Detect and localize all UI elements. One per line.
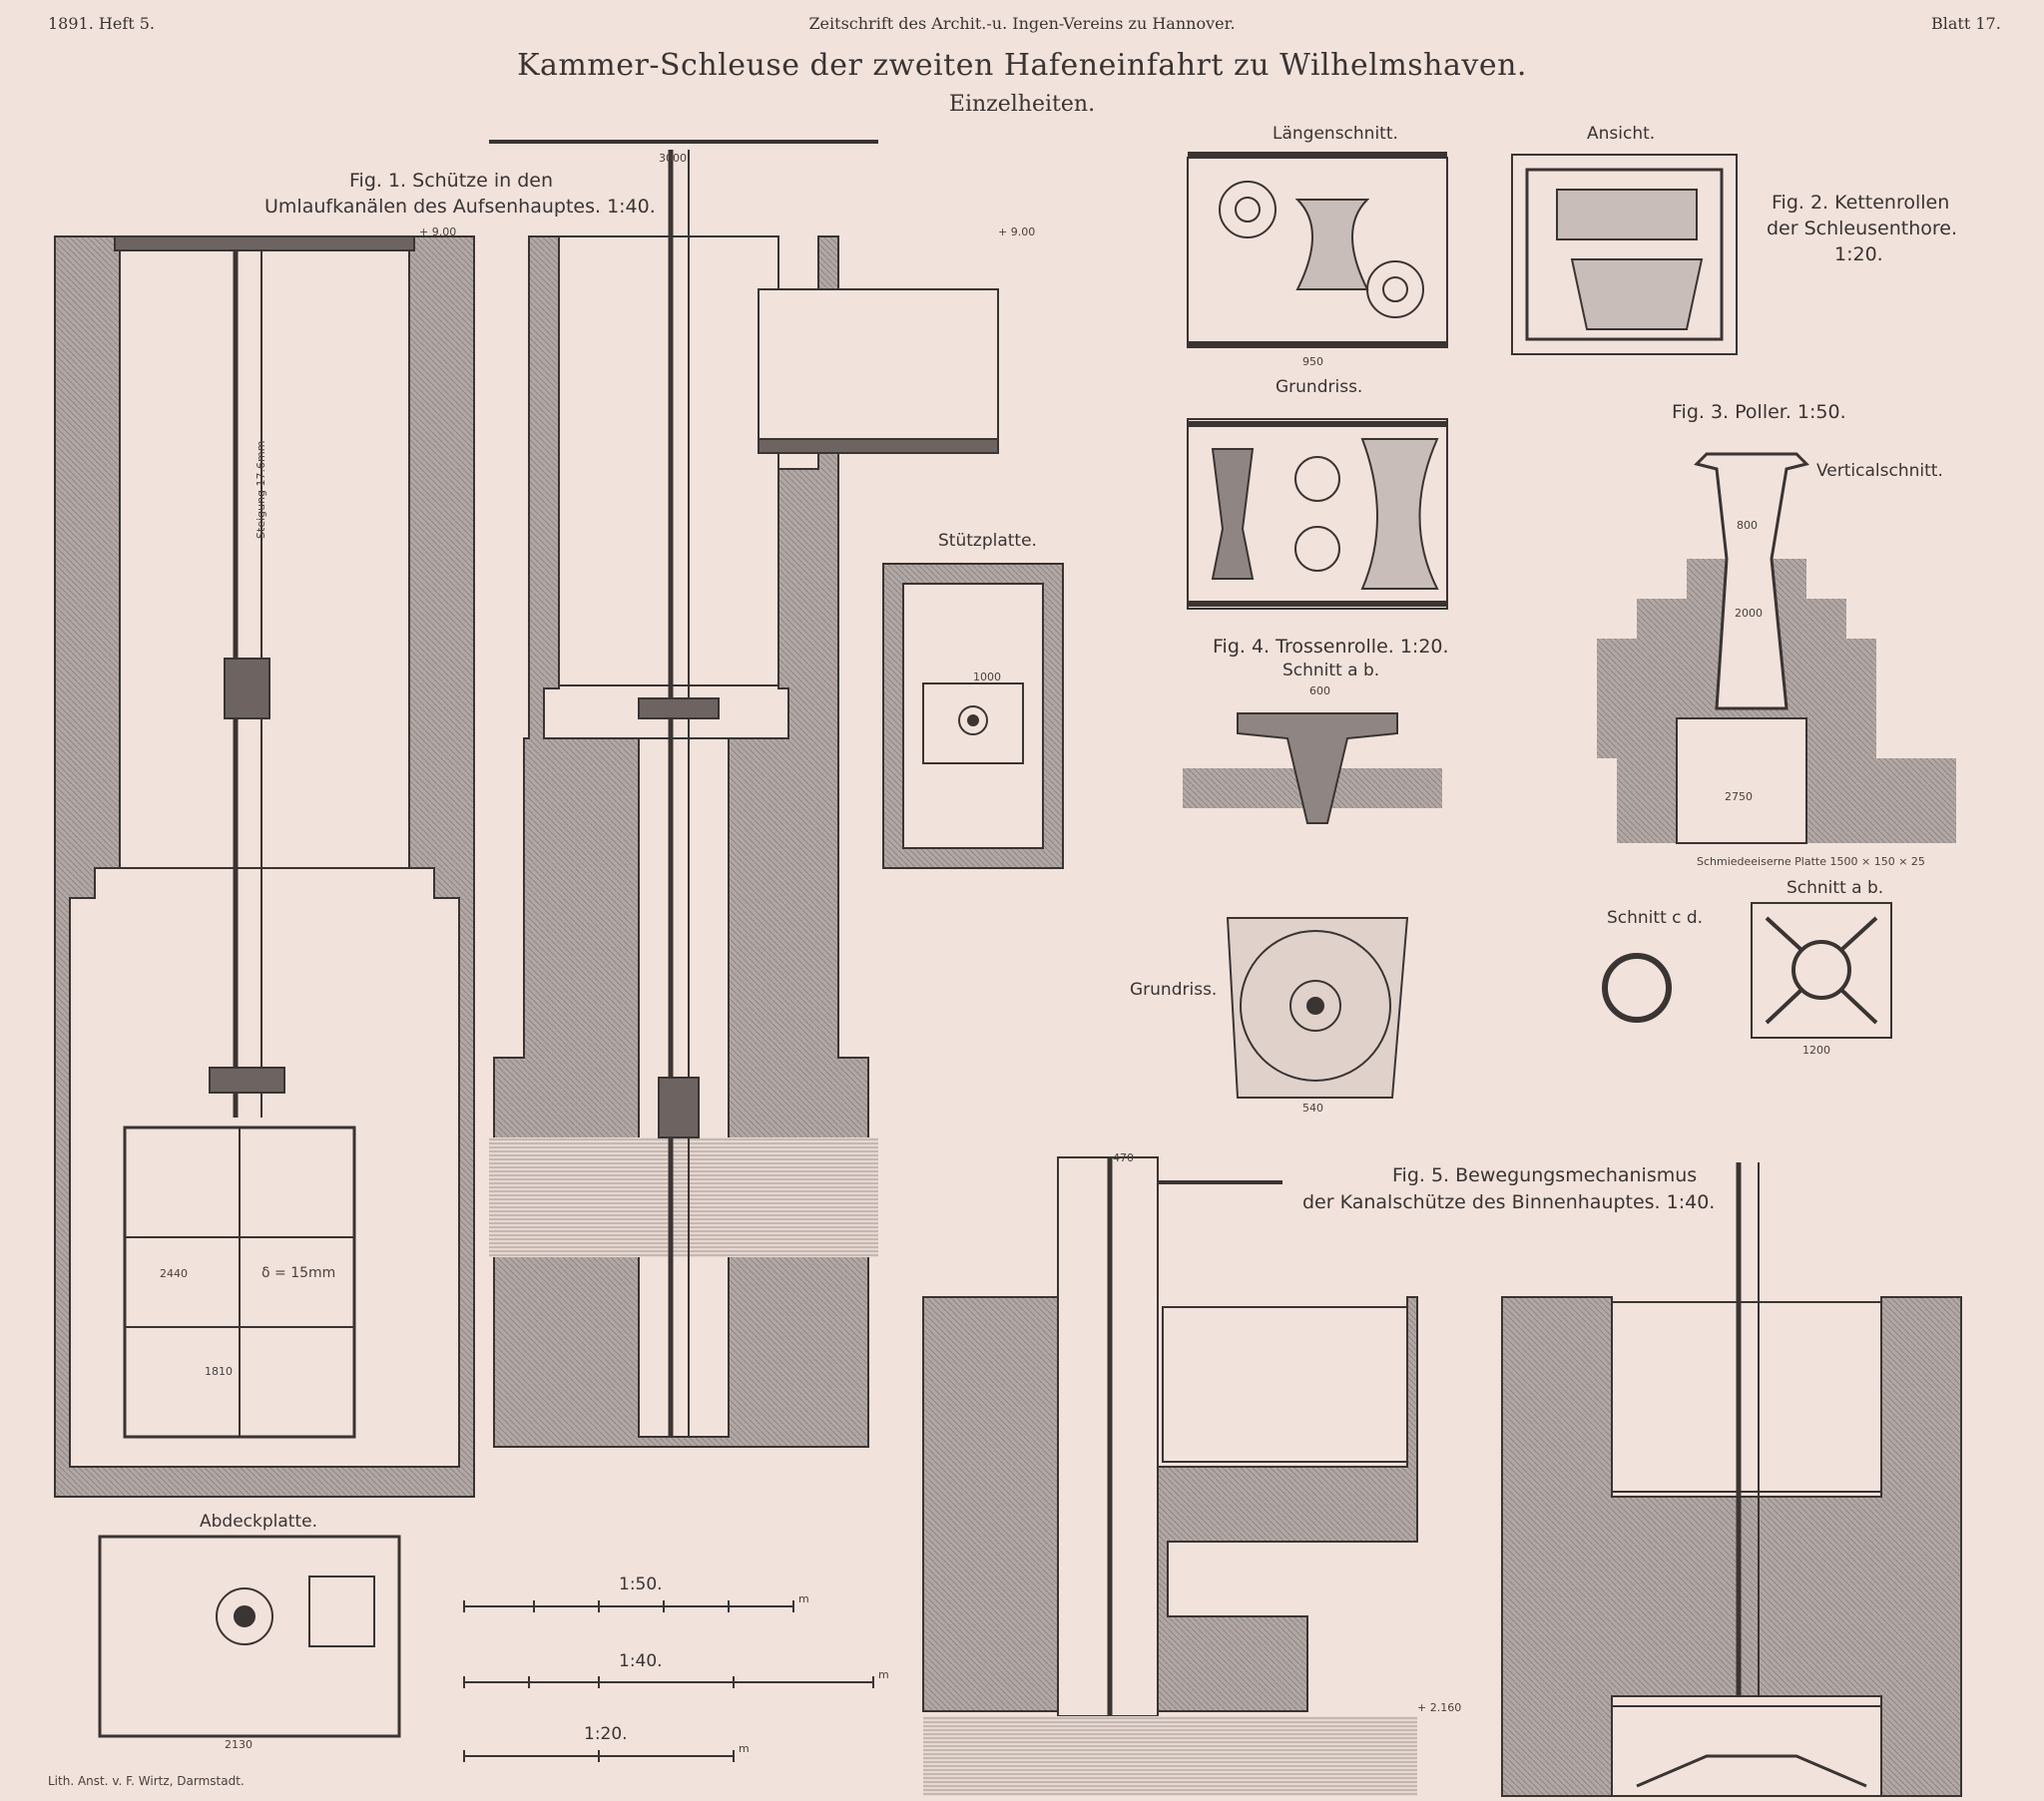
fig3-cut-cd: Schnitt c d. bbox=[1607, 908, 1704, 928]
header-issue: 1891. Heft 5. bbox=[48, 14, 156, 33]
fig3-vertical-label: Verticalschnitt. bbox=[1816, 461, 1943, 481]
header-sheet: Blatt 17. bbox=[1931, 14, 2001, 33]
fig5-right-section bbox=[1501, 1162, 1962, 1797]
fig3-poller bbox=[1597, 452, 1956, 1039]
dim-delta: δ = 15mm bbox=[261, 1265, 336, 1281]
scale-unit-1: m bbox=[798, 1592, 809, 1605]
dim-plus-900-middle: + 9.00 bbox=[998, 225, 1036, 238]
view-stuetzplatte: Stützplatte. bbox=[938, 531, 1037, 551]
fig5-caption-line1: Fig. 5. Bewegungsmechanismus bbox=[1392, 1164, 1698, 1186]
scale-bars bbox=[463, 1600, 874, 1762]
header-journal: Zeitschrift des Archit.-u. Ingen-Vereins… bbox=[808, 14, 1236, 33]
fig2-caption-line2: der Schleusenthore. bbox=[1767, 218, 1958, 239]
dim-3000: 3000 bbox=[659, 152, 687, 165]
view-ansicht: Ansicht. bbox=[1587, 124, 1656, 144]
dim-2130: 2130 bbox=[225, 1738, 253, 1751]
scale-unit-3: m bbox=[739, 1742, 750, 1755]
lithographer-imprint: Lith. Anst. v. F. Wirtz, Darmstadt. bbox=[48, 1774, 245, 1788]
fig2-caption-line3: 1:20. bbox=[1834, 243, 1883, 265]
stuetzplatte-drawing bbox=[882, 563, 1064, 869]
dim-2440: 2440 bbox=[160, 1267, 188, 1280]
fig1-caption-line2: Umlaufkanälen des Aufsenhauptes. 1:40. bbox=[264, 196, 656, 218]
view-grundriss: Grundriss. bbox=[1276, 377, 1363, 397]
fig1-middle-section bbox=[489, 140, 999, 1448]
scale-unit-2: m bbox=[878, 1668, 889, 1681]
fig2-drawings bbox=[1187, 152, 1738, 610]
dim-plus-2160: + 2.160 bbox=[1417, 1701, 1462, 1714]
dim-2750: 2750 bbox=[1725, 790, 1753, 803]
scale-label-1-40: 1:40. bbox=[619, 1651, 663, 1671]
fig4-trossenrolle bbox=[1183, 712, 1442, 1099]
fig2-caption-line1: Fig. 2. Kettenrollen bbox=[1772, 192, 1950, 214]
scale-label-1-50: 1:50. bbox=[619, 1575, 663, 1594]
dim-plus-900-left: + 9.00 bbox=[419, 225, 457, 238]
abdeckplatte-drawing bbox=[98, 1535, 401, 1738]
dim-1200: 1200 bbox=[1802, 1044, 1830, 1057]
dim-2000: 2000 bbox=[1735, 607, 1763, 620]
fig3-cut-ab: Schnitt a b. bbox=[1787, 878, 1884, 898]
dim-800: 800 bbox=[1737, 519, 1758, 532]
fig1-left-section bbox=[54, 235, 475, 1498]
fig5-left-section bbox=[922, 1156, 1418, 1796]
dim-1000: 1000 bbox=[973, 671, 1001, 683]
fig3-caption: Fig. 3. Poller. 1:50. bbox=[1672, 401, 1846, 423]
dim-pitch: Steigung 17.6mm bbox=[255, 440, 267, 539]
dim-470: 470 bbox=[1113, 1151, 1134, 1164]
dim-600: 600 bbox=[1309, 684, 1330, 697]
view-abdeckplatte: Abdeckplatte. bbox=[200, 1512, 317, 1532]
page-subtitle: Einzelheiten. bbox=[948, 92, 1096, 117]
fig4-caption: Fig. 4. Trossenrolle. 1:20. bbox=[1213, 636, 1449, 658]
fig4-plan-label: Grundriss. bbox=[1130, 980, 1218, 1000]
fig1-caption-line1: Fig. 1. Schütze in den bbox=[349, 170, 554, 192]
dim-950: 950 bbox=[1302, 355, 1323, 368]
dim-540: 540 bbox=[1302, 1102, 1323, 1115]
view-laengenschnitt: Längenschnitt. bbox=[1273, 124, 1398, 144]
page-title: Kammer-Schleuse der zweiten Hafeneinfahr… bbox=[517, 48, 1527, 83]
fig3-plate-note: Schmiedeeiserne Platte 1500 × 150 × 25 bbox=[1697, 855, 1925, 868]
fig5-caption-line2: der Kanalschütze des Binnenhauptes. 1:40… bbox=[1302, 1191, 1716, 1213]
fig4-cut-label: Schnitt a b. bbox=[1282, 661, 1380, 680]
scale-label-1-20: 1:20. bbox=[584, 1724, 628, 1744]
dim-1810: 1810 bbox=[205, 1365, 233, 1378]
